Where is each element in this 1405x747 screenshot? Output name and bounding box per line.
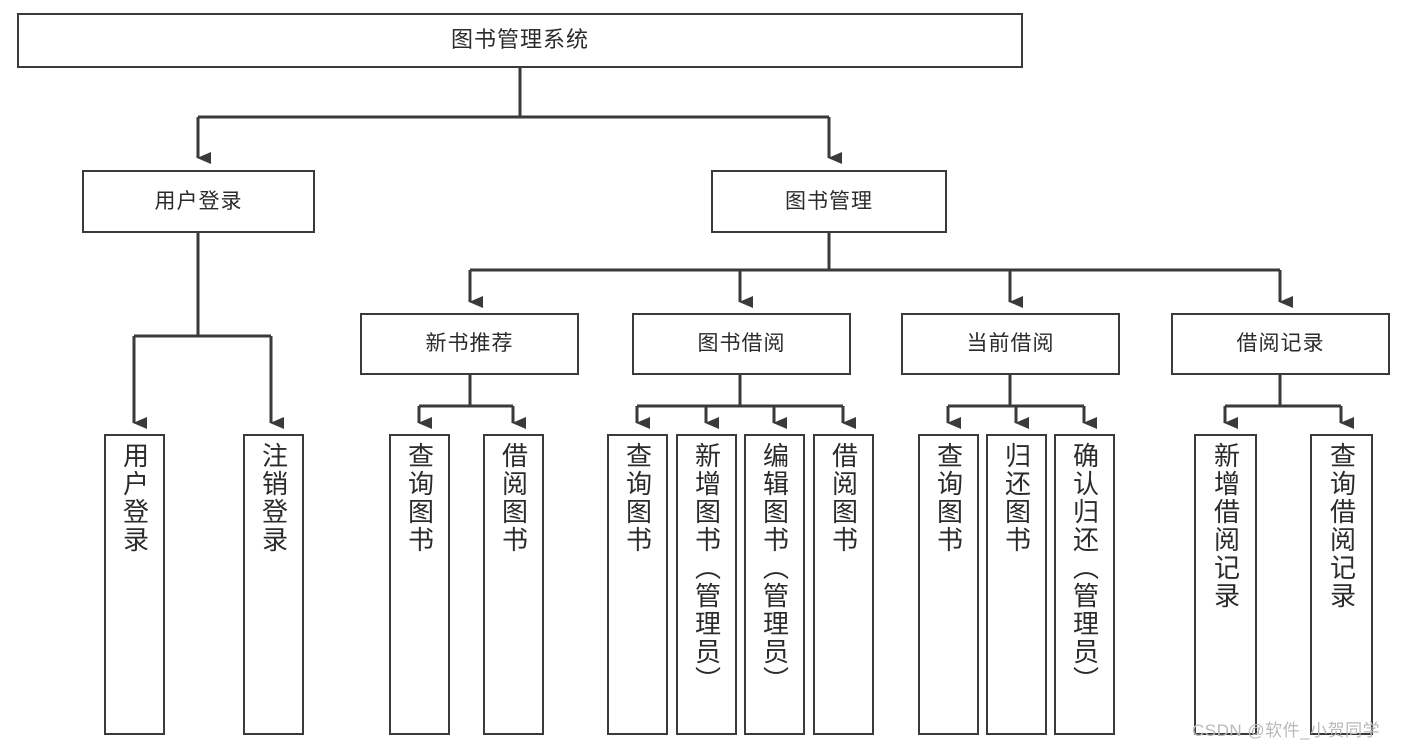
node-borrow-record[interactable]: 借阅记录	[1171, 313, 1390, 375]
csdn-watermark: CSDN @软件_小贺同学	[1192, 721, 1381, 740]
node-label: 编辑图书（管理员）	[759, 442, 790, 694]
leaf-query-book-current[interactable]: 查询图书	[918, 434, 979, 735]
node-label: 借阅图书	[498, 442, 529, 554]
node-label: 用户登录	[119, 442, 150, 554]
node-label: 图书借阅	[697, 332, 786, 356]
node-new-book-recommend[interactable]: 新书推荐	[360, 313, 579, 375]
leaf-add-book-admin[interactable]: 新增图书（管理员）	[676, 434, 737, 735]
leaf-borrow-book[interactable]: 借阅图书	[813, 434, 874, 735]
node-label: 归还图书	[1001, 442, 1032, 554]
node-label: 注销登录	[258, 442, 289, 554]
node-current-borrow[interactable]: 当前借阅	[901, 313, 1120, 375]
leaf-add-borrow-record[interactable]: 新增借阅记录	[1194, 434, 1257, 735]
node-label: 借阅记录	[1236, 332, 1325, 356]
node-label: 新增借阅记录	[1210, 442, 1241, 610]
leaf-borrow-book-recommend[interactable]: 借阅图书	[483, 434, 544, 735]
leaf-query-borrow-record[interactable]: 查询借阅记录	[1310, 434, 1373, 735]
node-book-borrow[interactable]: 图书借阅	[632, 313, 851, 375]
leaf-query-book-borrow[interactable]: 查询图书	[607, 434, 668, 735]
node-label: 借阅图书	[828, 442, 859, 554]
node-root-system[interactable]: 图书管理系统	[17, 13, 1023, 68]
node-label: 图书管理系统	[450, 27, 589, 53]
node-label: 新增图书（管理员）	[691, 442, 722, 694]
node-label: 查询图书	[933, 442, 964, 554]
node-book-management[interactable]: 图书管理	[711, 170, 947, 233]
node-label: 新书推荐	[425, 332, 514, 356]
node-label: 当前借阅	[966, 332, 1055, 356]
leaf-confirm-return-admin[interactable]: 确认归还（管理员）	[1054, 434, 1115, 735]
leaf-edit-book-admin[interactable]: 编辑图书（管理员）	[744, 434, 805, 735]
leaf-query-book-recommend[interactable]: 查询图书	[389, 434, 450, 735]
node-label: 确认归还（管理员）	[1069, 442, 1100, 694]
leaf-logout-login[interactable]: 注销登录	[243, 434, 304, 735]
node-label: 查询借阅记录	[1326, 442, 1357, 610]
node-label: 用户登录	[154, 189, 243, 213]
node-user-login[interactable]: 用户登录	[82, 170, 315, 233]
node-label: 查询图书	[404, 442, 435, 554]
leaf-return-book[interactable]: 归还图书	[986, 434, 1047, 735]
node-label: 图书管理	[785, 189, 873, 213]
node-label: 查询图书	[622, 442, 653, 554]
leaf-user-login[interactable]: 用户登录	[104, 434, 165, 735]
